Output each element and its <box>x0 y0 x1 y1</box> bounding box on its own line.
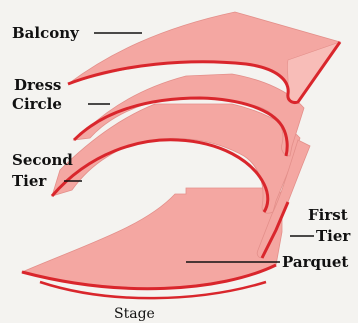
parquet-level <box>22 188 282 289</box>
balcony-label: Balcony <box>12 24 80 42</box>
second-tier-label-line1: Second <box>12 151 73 169</box>
dress-circle-label-line1: Dress <box>14 76 61 94</box>
parquet-label: Parquet <box>282 253 348 271</box>
parquet-surface <box>22 188 282 288</box>
dress-circle-label-line2: Circle <box>12 95 62 113</box>
second-tier-label-line2: Tier <box>12 172 47 190</box>
first-tier-label-line1: First <box>308 206 348 224</box>
stage-label: Stage <box>114 306 155 322</box>
first-tier-label-line2: Tier <box>316 227 351 245</box>
